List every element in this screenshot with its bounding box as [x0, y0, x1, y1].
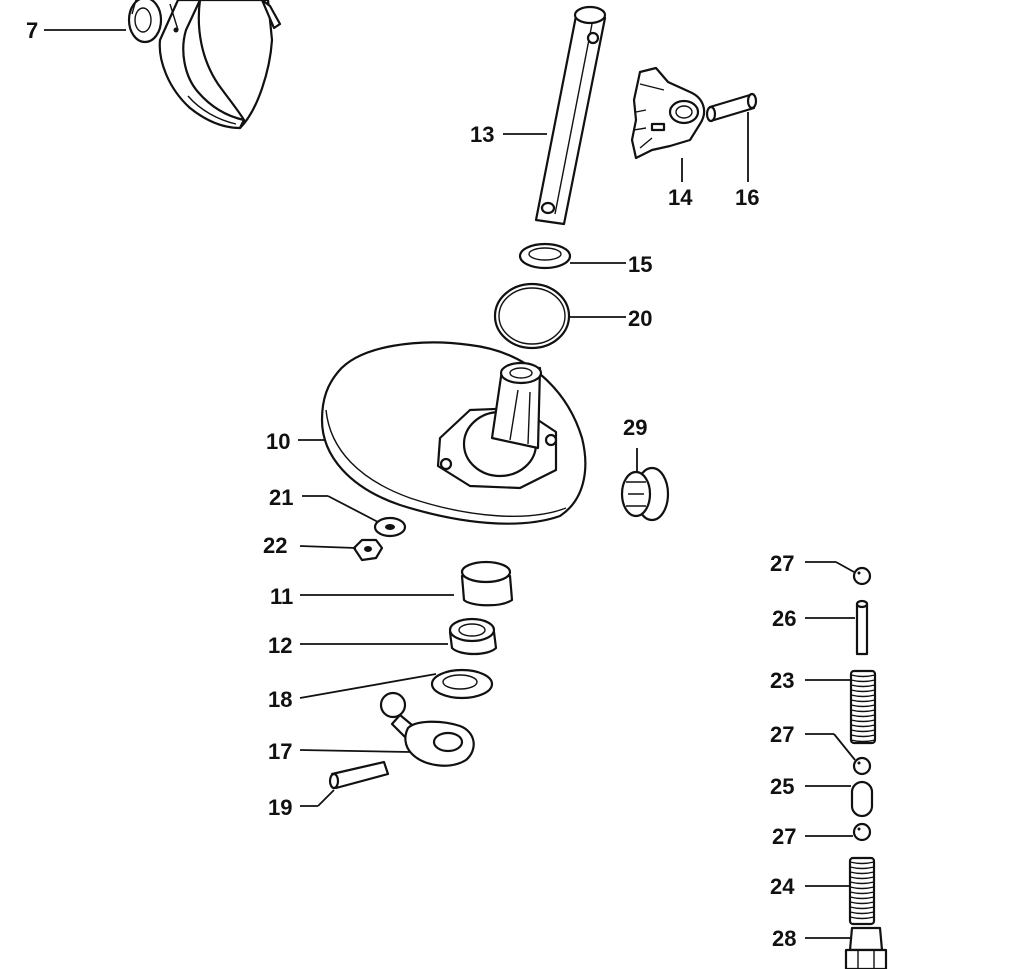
part-17-lever [379, 691, 475, 767]
callout-23: 23 [770, 668, 794, 693]
callout-26: 26 [772, 606, 796, 631]
callout-24: 24 [770, 874, 795, 899]
part-21-washer [373, 516, 407, 538]
part-13-shaft [534, 5, 607, 226]
callout-labels: 7 13 14 16 15 20 29 10 21 22 11 12 18 17… [26, 18, 796, 951]
part-27-ball-b [852, 756, 872, 776]
part-12-seal [448, 617, 498, 656]
part-26-pin [855, 599, 869, 656]
part-19-pin [328, 760, 390, 790]
callout-10: 10 [266, 429, 290, 454]
callout-17: 17 [268, 739, 292, 764]
callout-12: 12 [268, 633, 292, 658]
callout-13: 13 [470, 122, 494, 147]
callout-19: 19 [268, 795, 292, 820]
leader-lines [44, 29, 856, 939]
part-7-shift-fork [127, 0, 282, 130]
part-28-plug [844, 926, 888, 969]
callout-11: 11 [270, 584, 293, 609]
callout-29: 29 [623, 415, 647, 440]
part-24-spring [848, 856, 876, 926]
part-11-bushing [460, 560, 514, 607]
part-22-nut [352, 538, 384, 562]
callout-14: 14 [668, 185, 693, 210]
callout-15: 15 [628, 252, 652, 277]
part-25-plunger [850, 780, 874, 818]
part-10-cover [320, 341, 587, 525]
callout-27-a: 27 [770, 551, 794, 576]
part-27-ball-a [852, 566, 872, 586]
part-29-plug [620, 466, 670, 522]
part-23-spring [849, 669, 877, 745]
part-18-washer [430, 668, 494, 700]
callout-18: 18 [268, 687, 292, 712]
callout-21: 21 [269, 485, 293, 510]
callout-27-b: 27 [770, 722, 794, 747]
part-20-o-ring [493, 282, 571, 350]
callout-7: 7 [26, 18, 38, 43]
part-14-lever-bracket [630, 66, 706, 160]
callout-27-c: 27 [772, 824, 796, 849]
part-27-ball-c [852, 822, 872, 842]
part-16-pin [705, 92, 758, 123]
callout-16: 16 [735, 185, 759, 210]
callout-28: 28 [772, 926, 796, 951]
callout-20: 20 [628, 306, 652, 331]
callout-22: 22 [263, 533, 287, 558]
callout-25: 25 [770, 774, 794, 799]
part-15-washer [518, 242, 572, 270]
